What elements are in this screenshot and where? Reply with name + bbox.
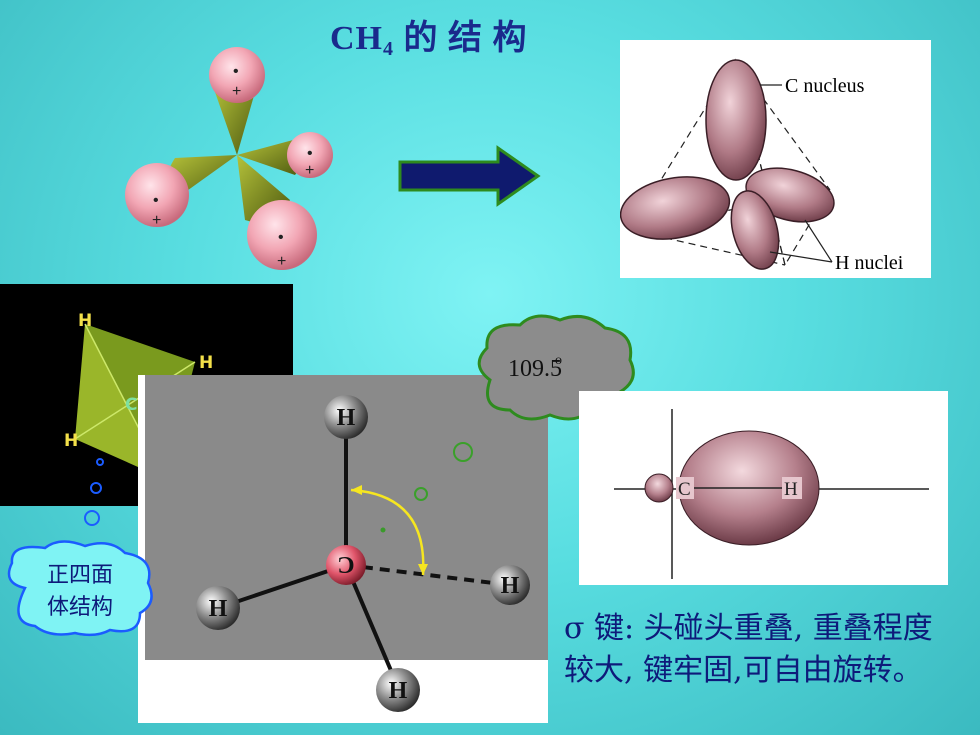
ballstick-h-right: H <box>501 573 520 599</box>
thought-dots <box>84 458 104 526</box>
sigma-line-2: 较大, 键牢固,可自由旋转。 <box>564 653 923 688</box>
dot-bottom: • <box>278 229 284 246</box>
h-atom-top <box>209 47 265 103</box>
orbital-lobe-right <box>237 140 303 175</box>
tetra-c-center: C <box>125 395 137 415</box>
tetrahedral-cloud: 正四面 体结构 <box>7 540 153 637</box>
h-atom-bottom <box>247 200 317 270</box>
plus-top: + <box>232 83 241 100</box>
angle-unit: o <box>555 353 562 368</box>
tetra-h-left: H <box>64 431 78 451</box>
ballstick-c-center: C <box>337 551 354 577</box>
sp3-orbital-model: • + • + • + • + <box>125 47 333 270</box>
dot-right: • <box>307 145 313 162</box>
sigma-line-1: σ 键: 头碰头重叠, 重叠程度 <box>564 611 933 646</box>
sigma-bond-description: σ 键: 头碰头重叠, 重叠程度 较大, 键牢固,可自由旋转。 <box>564 608 964 692</box>
ballstick-h-left: H <box>209 596 228 622</box>
bond-h-label: H <box>784 479 798 500</box>
h-nuclei-label: H nuclei <box>835 252 904 274</box>
slide-title: CH4 的 结 构 <box>330 20 528 60</box>
angle-value: 109.5 <box>508 356 562 382</box>
c-nucleus-label: C nucleus <box>785 75 865 97</box>
ball-stick-model: H H H H C <box>196 395 530 712</box>
tetra-h-right: H <box>199 353 213 373</box>
bond-diagram-panel: C H <box>579 391 948 585</box>
right-arrow-icon <box>398 145 541 207</box>
sigma-bond-diagram: C H <box>614 409 929 579</box>
tetrahedral-orbitals-diagram: C nucleus H nuclei <box>619 58 904 274</box>
ballstick-h-top: H <box>337 405 356 431</box>
h-atom-left <box>125 163 189 227</box>
plus-right: + <box>305 162 314 179</box>
ballstick-h-bottom: H <box>389 678 408 704</box>
plus-left: + <box>152 212 161 229</box>
h-atom-right <box>287 132 333 178</box>
bond-c-label: C <box>678 479 691 500</box>
orbital-diagram-panel: C nucleus H nuclei <box>619 40 931 278</box>
tetra-cloud-line2: 体结构 <box>47 595 113 620</box>
angle-thought-dots <box>414 442 473 501</box>
tetra-cloud-line1: 正四面 <box>47 563 113 588</box>
dot-left: • <box>153 192 159 209</box>
plus-bottom: + <box>277 253 286 270</box>
tetra-h-top: H <box>78 311 92 331</box>
dot-top: • <box>233 63 239 80</box>
